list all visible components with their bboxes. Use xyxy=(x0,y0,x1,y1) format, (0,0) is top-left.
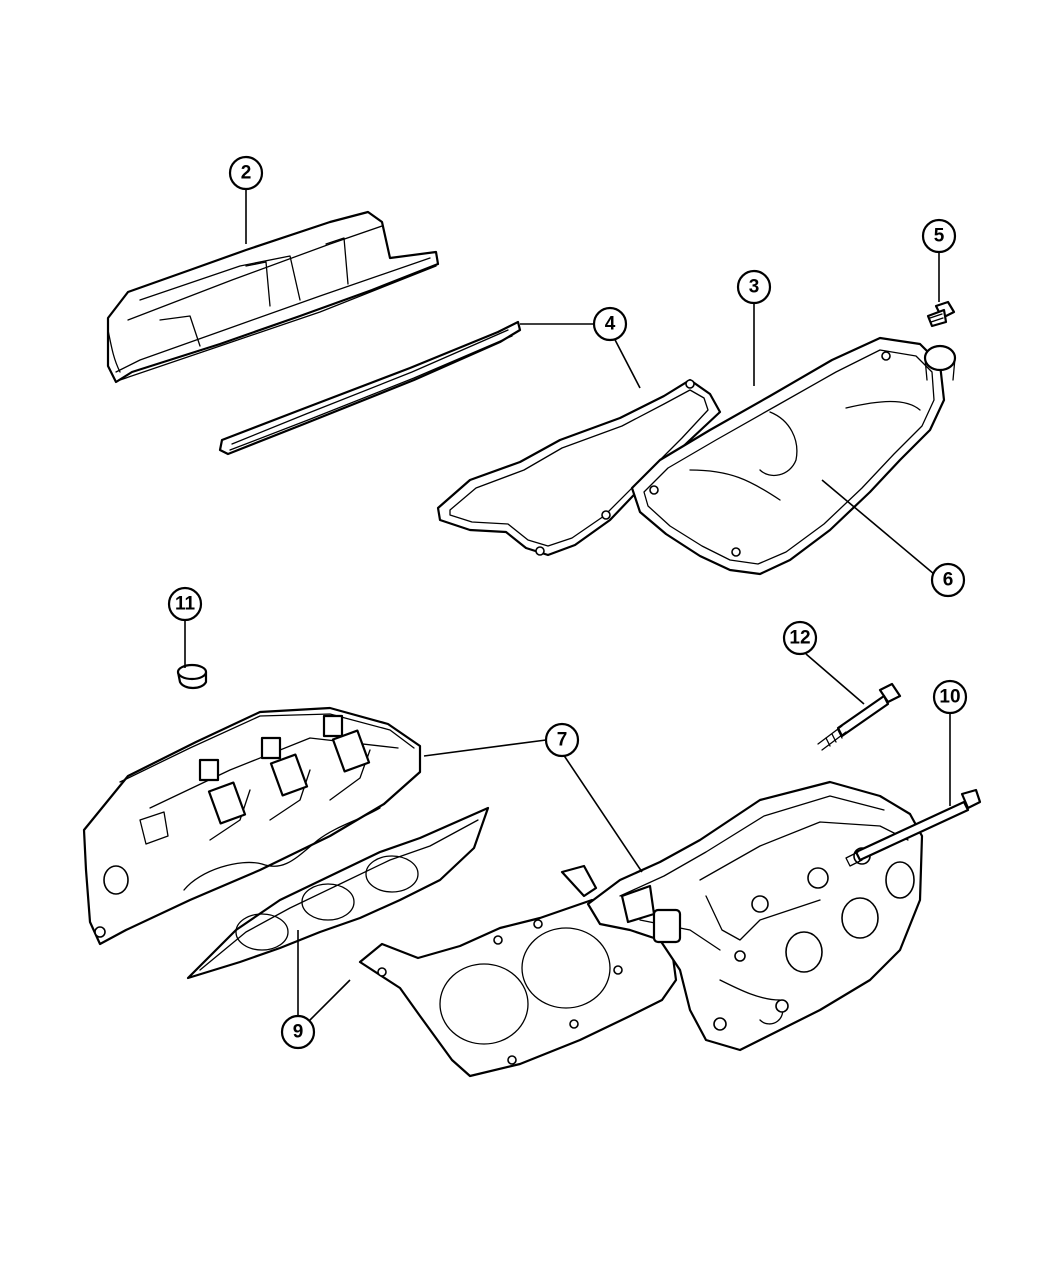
cover-gasket-right xyxy=(436,378,722,557)
callout-2-label: 2 xyxy=(241,163,252,184)
callout-4-label: 4 xyxy=(605,314,616,335)
callout-10-label: 10 xyxy=(939,687,960,708)
plug-11 xyxy=(176,663,208,690)
callout-5-label: 5 xyxy=(934,226,945,247)
callout-2: 2 xyxy=(228,155,264,191)
callout-12-label: 12 xyxy=(789,628,810,649)
cylinder-head-cover-left xyxy=(106,210,440,384)
callout-11: 11 xyxy=(167,586,203,622)
head-bolt-10 xyxy=(845,788,982,867)
leader-lines xyxy=(184,188,951,1021)
head-bolt-12 xyxy=(817,682,902,751)
callout-6: 6 xyxy=(930,562,966,598)
callout-3: 3 xyxy=(736,269,772,305)
callout-6-label: 6 xyxy=(943,570,954,591)
callout-9: 9 xyxy=(280,1014,316,1050)
bolt-5 xyxy=(926,300,956,328)
callout-12: 12 xyxy=(782,620,818,656)
callout-3-label: 3 xyxy=(749,277,760,298)
cylinder-head-left xyxy=(82,706,422,946)
cylinder-head-right xyxy=(586,780,924,1052)
callout-9-label: 9 xyxy=(293,1022,304,1043)
callout-10: 10 xyxy=(932,679,968,715)
cylinder-head-cover-right xyxy=(630,336,957,576)
callout-4: 4 xyxy=(592,306,628,342)
callout-7: 7 xyxy=(544,722,580,758)
callout-5: 5 xyxy=(921,218,957,254)
cover-gasket-left xyxy=(218,320,522,456)
head-gasket-right xyxy=(358,864,678,1078)
callout-7-label: 7 xyxy=(557,730,568,751)
callout-11-label: 11 xyxy=(175,594,196,615)
head-gasket-left xyxy=(186,806,490,980)
